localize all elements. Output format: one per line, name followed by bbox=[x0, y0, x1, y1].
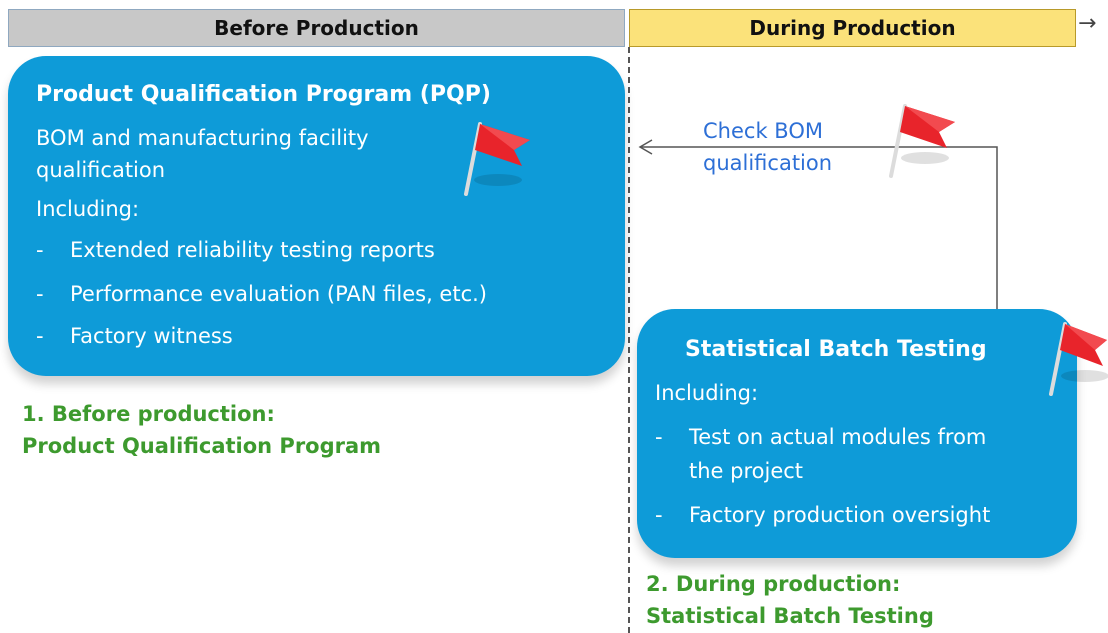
bullet-dash: - bbox=[36, 238, 44, 262]
caption-during-production: 2. During production: Statistical Batch … bbox=[646, 568, 934, 632]
sbt-bullet-1-text: Test on actual modules from bbox=[689, 425, 987, 449]
bullet-dash: - bbox=[36, 282, 44, 306]
bullet-dash: - bbox=[655, 503, 663, 527]
pqp-title: Product Qualification Program (PQP) bbox=[36, 82, 491, 107]
header-during-label: During Production bbox=[749, 16, 956, 40]
check-bom-line1: Check BOM bbox=[703, 119, 823, 143]
arrow-right-icon: → bbox=[1078, 11, 1097, 36]
sbt-bullet-1-line2: the project bbox=[689, 459, 804, 483]
sbt-box: Statistical Batch Testing Including: - T… bbox=[637, 309, 1077, 558]
pqp-description-line2: qualification bbox=[36, 158, 166, 182]
sbt-including: Including: bbox=[655, 381, 759, 405]
phase-divider bbox=[628, 47, 630, 633]
pqp-box: Product Qualification Program (PQP) BOM … bbox=[8, 56, 625, 376]
red-flag-icon bbox=[1049, 322, 1108, 396]
caption-during-line2: Statistical Batch Testing bbox=[646, 604, 934, 628]
check-bom-line2: qualification bbox=[703, 151, 833, 175]
pqp-bullet-3-text: Factory witness bbox=[70, 324, 233, 348]
header-before-production: Before Production bbox=[8, 9, 625, 47]
caption-before-line1: 1. Before production: bbox=[22, 402, 275, 426]
header-before-label: Before Production bbox=[214, 16, 419, 40]
sbt-title: Statistical Batch Testing bbox=[685, 337, 987, 362]
sbt-bullet-2-text: Factory production oversight bbox=[689, 503, 991, 527]
caption-before-production: 1. Before production: Product Qualificat… bbox=[22, 398, 381, 462]
red-flag-icon bbox=[889, 104, 955, 178]
bullet-dash: - bbox=[655, 425, 663, 449]
caption-during-line1: 2. During production: bbox=[646, 572, 901, 596]
pqp-including: Including: bbox=[36, 197, 140, 221]
pqp-bullet-1-text: Extended reliability testing reports bbox=[70, 238, 435, 262]
caption-before-line2: Product Qualification Program bbox=[22, 434, 382, 458]
pqp-bullet-2-text: Performance evaluation (PAN files, etc.) bbox=[70, 282, 487, 306]
pqp-description-line1: BOM and manufacturing facility bbox=[36, 126, 369, 150]
header-during-production: During Production bbox=[629, 9, 1076, 47]
red-flag-icon bbox=[464, 122, 530, 196]
bullet-dash: - bbox=[36, 324, 44, 348]
check-bom-label: Check BOM qualification bbox=[703, 115, 832, 179]
